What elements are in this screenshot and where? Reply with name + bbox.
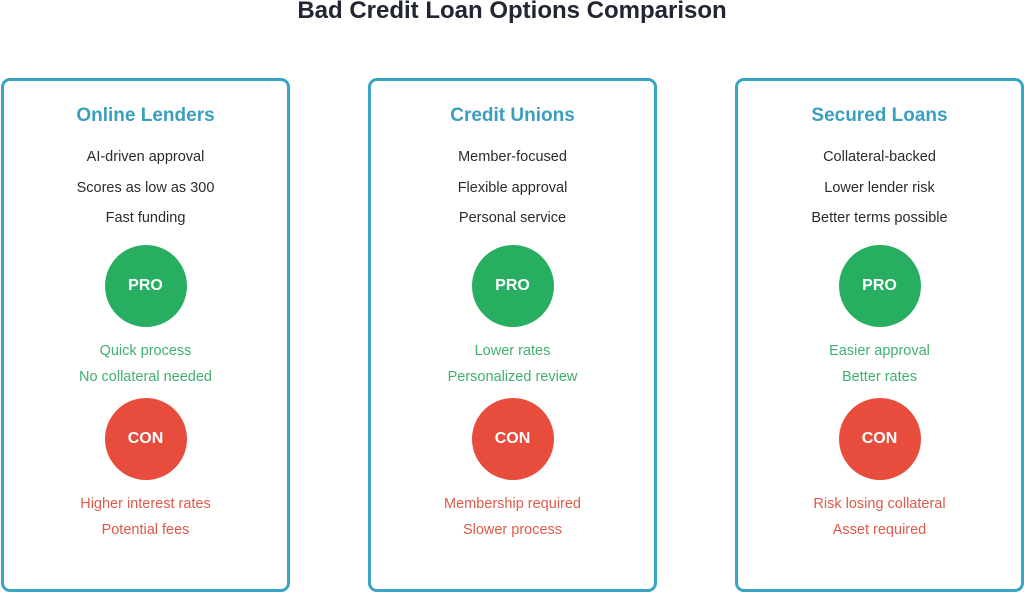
pro-item: Lower rates bbox=[474, 343, 551, 359]
con-item: Potential fees bbox=[101, 522, 190, 538]
con-item: Slower process bbox=[462, 522, 563, 538]
feature-item: Fast funding bbox=[105, 210, 186, 226]
card-credit-unions: Credit Unions Member-focused Flexible ap… bbox=[368, 78, 657, 592]
pro-item: Easier approval bbox=[829, 343, 930, 359]
pro-badge: PRO bbox=[838, 245, 921, 327]
feature-item: Flexible approval bbox=[457, 180, 568, 196]
con-item: Asset required bbox=[832, 522, 927, 538]
feature-item: Member-focused bbox=[458, 149, 567, 165]
feature-item: Scores as low as 300 bbox=[76, 180, 215, 196]
pro-item: Better rates bbox=[842, 369, 917, 385]
page-title: Bad Credit Loan Options Comparison bbox=[297, 0, 727, 24]
card-title: Secured Loans bbox=[811, 105, 948, 126]
feature-item: Personal service bbox=[458, 210, 567, 226]
card-title: Credit Unions bbox=[450, 105, 575, 126]
pro-item: Personalized review bbox=[447, 369, 578, 385]
pro-item: Quick process bbox=[99, 343, 192, 359]
feature-item: AI-driven approval bbox=[86, 149, 205, 165]
card-secured-loans: Secured Loans Collateral-backed Lower le… bbox=[735, 78, 1024, 592]
pro-badge: PRO bbox=[471, 245, 554, 327]
con-badge: CON bbox=[838, 398, 921, 480]
con-item: Higher interest rates bbox=[80, 496, 211, 512]
pro-badge: PRO bbox=[104, 245, 187, 327]
feature-item: Better terms possible bbox=[811, 210, 948, 226]
con-badge: CON bbox=[471, 398, 554, 480]
feature-item: Lower lender risk bbox=[824, 180, 935, 196]
feature-item: Collateral-backed bbox=[823, 149, 936, 165]
con-badge: CON bbox=[104, 398, 187, 480]
card-title: Online Lenders bbox=[76, 105, 215, 126]
con-item: Membership required bbox=[443, 496, 581, 512]
con-item: Risk losing collateral bbox=[813, 496, 946, 512]
pro-item: No collateral needed bbox=[78, 369, 212, 385]
card-online-lenders: Online Lenders AI-driven approval Scores… bbox=[1, 78, 290, 592]
